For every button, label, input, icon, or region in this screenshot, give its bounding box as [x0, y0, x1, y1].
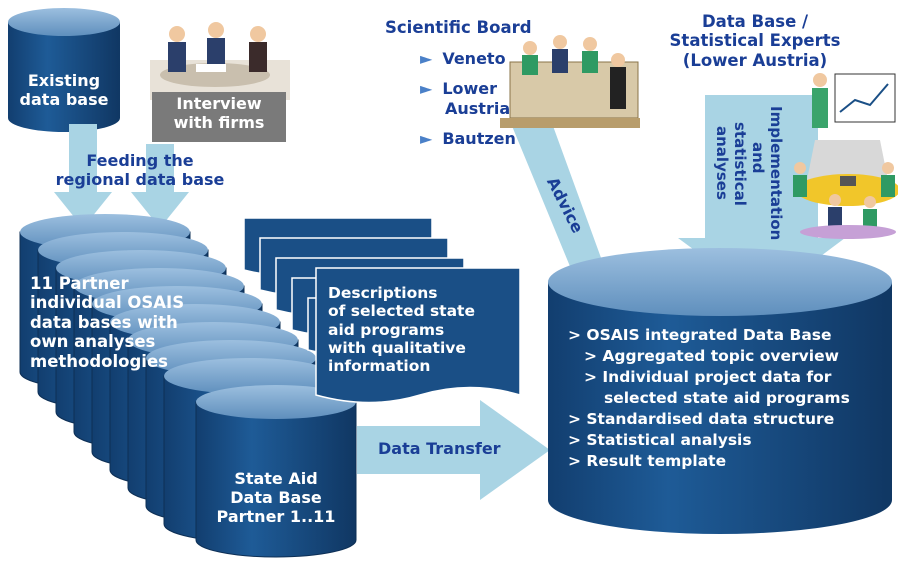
- board-meeting-icon: [500, 35, 640, 128]
- board-member-veneto: ►Veneto: [420, 49, 506, 68]
- interview-box: [152, 92, 286, 142]
- existing-database-label: Existing data base: [19, 71, 109, 109]
- feeding-arrows: [54, 124, 189, 228]
- interview-label: Interview with firms: [173, 94, 265, 132]
- osais-item-integrated-db: > OSAIS integrated Data Base: [568, 326, 832, 344]
- feeding-label: Feeding the regional data base: [55, 151, 225, 189]
- state-aid-database-cylinder: [195, 385, 357, 558]
- bullet-arrow-icon: ►: [420, 129, 433, 148]
- presentation-icon: [793, 73, 898, 239]
- partner-databases-label: 11 Partner individual OSAIS data bases w…: [30, 274, 185, 371]
- meeting-illustration-icon: [150, 22, 290, 100]
- bullet-arrow-icon: ►: [420, 79, 433, 98]
- osais-item-result-template: > Result template: [568, 452, 727, 470]
- descriptions-label: Descriptions of selected state aid progr…: [328, 284, 475, 376]
- implementation-label-1: Implementation: [767, 106, 785, 241]
- board-member-lower-austria-2: Austria: [445, 99, 511, 118]
- implementation-label-4: analyses: [713, 126, 731, 200]
- board-member-lower-austria: ►Lower: [420, 79, 498, 98]
- osais-feature-list: > OSAIS integrated Data Base > Aggregate…: [568, 325, 898, 472]
- state-aid-database-label: State Aid Data Base Partner 1..11: [216, 469, 336, 526]
- data-transfer-label: Data Transfer: [378, 439, 501, 458]
- bullet-arrow-icon: ►: [420, 49, 433, 68]
- osais-item-standardised: > Standardised data structure: [568, 410, 835, 428]
- osais-item-individual: > Individual project data for: [584, 368, 832, 386]
- experts-label: Data Base / Statistical Experts (Lower A…: [669, 12, 841, 70]
- osais-integrated-database-cylinder: [548, 248, 892, 534]
- board-member-bautzen: ►Bautzen: [420, 129, 516, 148]
- osais-item-individual-cont: selected state aid programs: [604, 389, 850, 407]
- osais-item-statistical: > Statistical analysis: [568, 431, 752, 449]
- implementation-label-3: statistical: [731, 122, 749, 206]
- existing-database-cylinder: [8, 8, 120, 132]
- description-documents-stack: [243, 217, 521, 404]
- scientific-board-title: Scientific Board: [385, 18, 532, 37]
- implementation-label-2: and: [749, 142, 767, 174]
- data-transfer-arrow: [357, 400, 550, 500]
- osais-item-aggregated: > Aggregated topic overview: [584, 347, 839, 365]
